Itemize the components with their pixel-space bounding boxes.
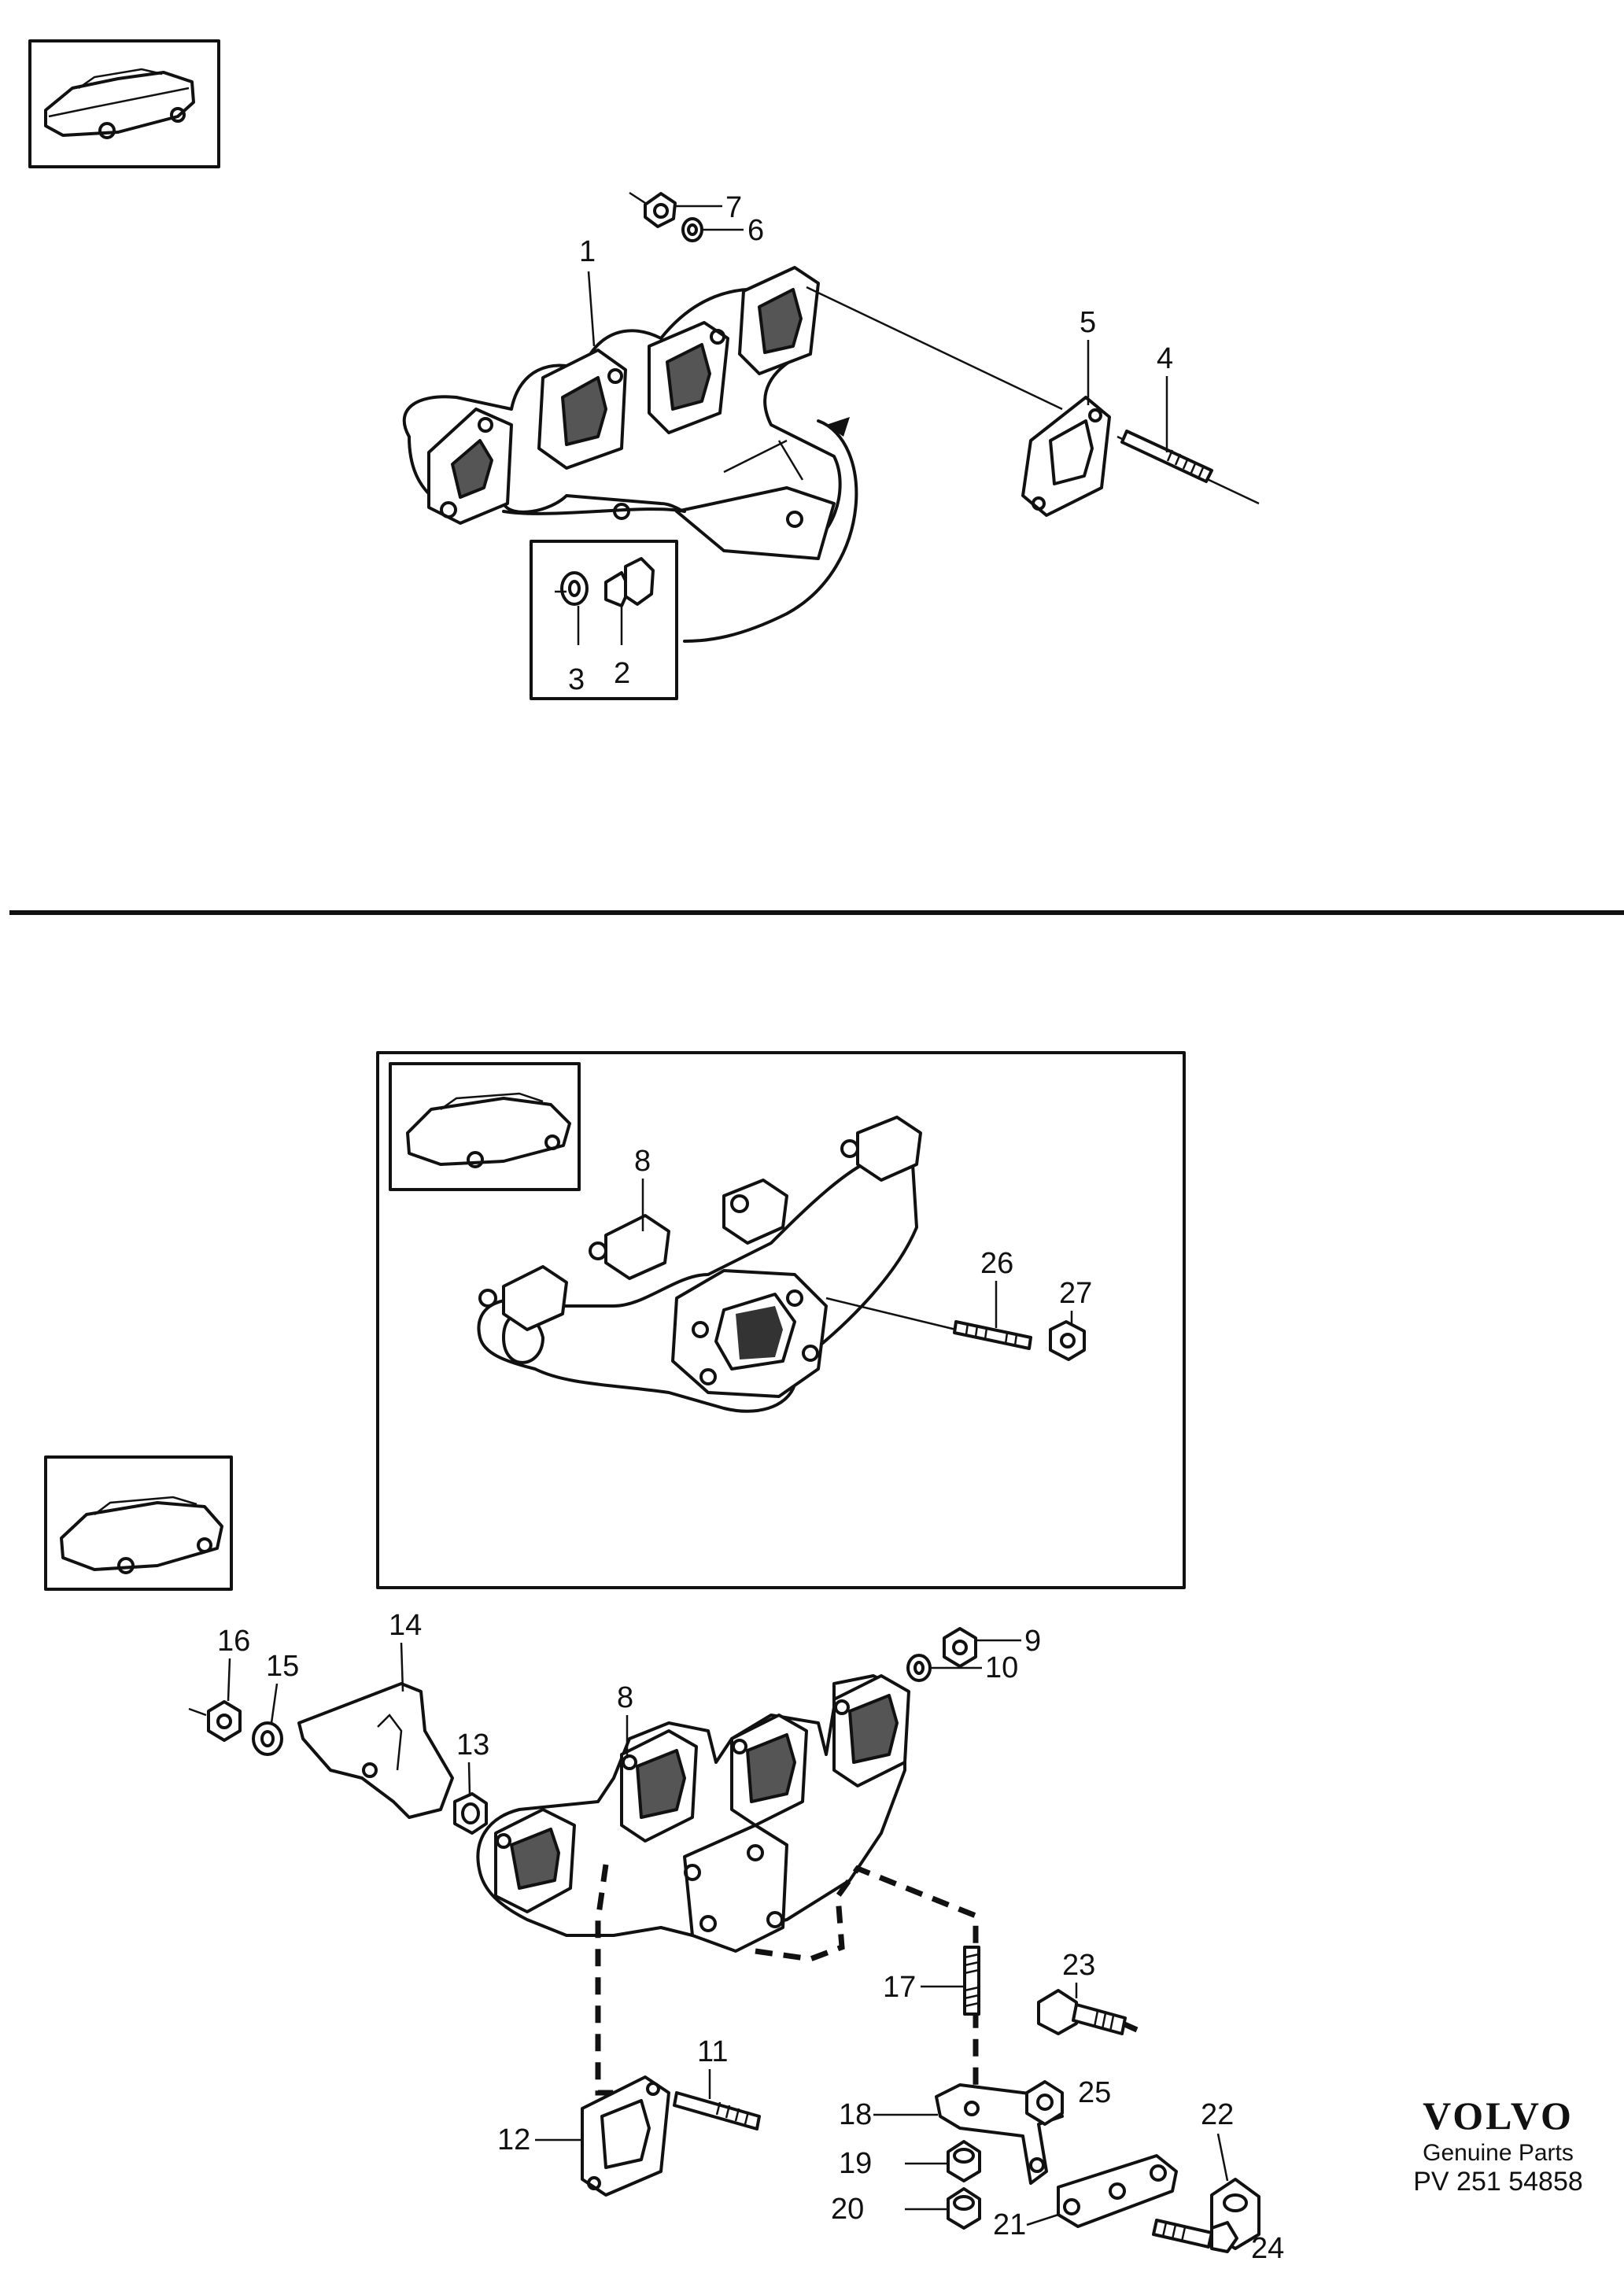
callout-21: 21 — [993, 2208, 1026, 2241]
brand-subtitle: Genuine Parts — [1423, 2140, 1574, 2166]
washer-10 — [906, 1654, 932, 1682]
callout-16: 16 — [217, 1625, 250, 1658]
nut-25 — [1025, 2080, 1064, 2126]
gasket-12 — [581, 2075, 670, 2197]
gasket-5 — [1021, 396, 1111, 517]
callout-24: 24 — [1251, 2232, 1284, 2265]
washer-6 — [681, 217, 703, 242]
bolt-24 — [1152, 2219, 1238, 2253]
callout-6: 6 — [747, 214, 764, 247]
inset-bolt-washer — [530, 540, 678, 700]
nut-7 — [629, 191, 677, 228]
callout-20: 20 — [831, 2193, 864, 2226]
callout-23: 23 — [1062, 1949, 1095, 1982]
callout-22: 22 — [1201, 2098, 1234, 2131]
callout-8-main: 8 — [617, 1681, 633, 1714]
stud-17 — [963, 1946, 980, 2016]
callout-17: 17 — [883, 1971, 916, 2004]
washer-15 — [252, 1721, 283, 1756]
nut-20 — [947, 2187, 981, 2230]
callout-10: 10 — [985, 1651, 1018, 1684]
stud-11 — [673, 2091, 761, 2131]
volvo-logo: VOLVO — [1423, 2094, 1574, 2138]
bracket-14 — [297, 1682, 454, 1819]
car-thumbnail-top — [28, 39, 220, 168]
callout-25: 25 — [1078, 2076, 1111, 2109]
spacer-13 — [453, 1792, 488, 1835]
callout-4: 4 — [1157, 342, 1173, 375]
inset-alt-manifold — [376, 1051, 1186, 1589]
diagram-reference: PV 251 54858 — [1413, 2167, 1583, 2197]
callout-2: 2 — [614, 657, 630, 690]
callout-26: 26 — [980, 1247, 1013, 1280]
bolt-23 — [1037, 1989, 1127, 2035]
callout-12: 12 — [497, 2123, 530, 2156]
callout-8-inset: 8 — [634, 1145, 651, 1178]
callout-14: 14 — [389, 1609, 422, 1642]
callout-13: 13 — [456, 1728, 489, 1762]
nut-19 — [947, 2140, 981, 2182]
callout-1: 1 — [579, 235, 596, 268]
nut-9 — [943, 1627, 977, 1668]
stud-4 — [1120, 430, 1213, 483]
exhaust-manifold-8 — [476, 1674, 910, 1953]
callout-27: 27 — [1059, 1277, 1092, 1310]
leader-line-top — [806, 286, 1063, 411]
callout-19: 19 — [839, 2147, 872, 2180]
nut-16 — [188, 1700, 242, 1742]
volvo-brand-block: VOLVO Genuine Parts PV 251 54858 — [1404, 2093, 1593, 2197]
car-thumbnail-bottom — [44, 1455, 233, 1591]
callout-7: 7 — [725, 191, 742, 224]
exhaust-manifold-1 — [402, 266, 858, 643]
dashed-leader-12 — [595, 1864, 629, 2096]
callout-11: 11 — [697, 2035, 728, 2068]
callout-5: 5 — [1080, 306, 1096, 339]
callout-3: 3 — [568, 663, 585, 696]
callout-15: 15 — [266, 1650, 299, 1683]
callout-9: 9 — [1024, 1625, 1041, 1658]
callout-18: 18 — [839, 2098, 872, 2131]
plate-21 — [1057, 2154, 1178, 2228]
